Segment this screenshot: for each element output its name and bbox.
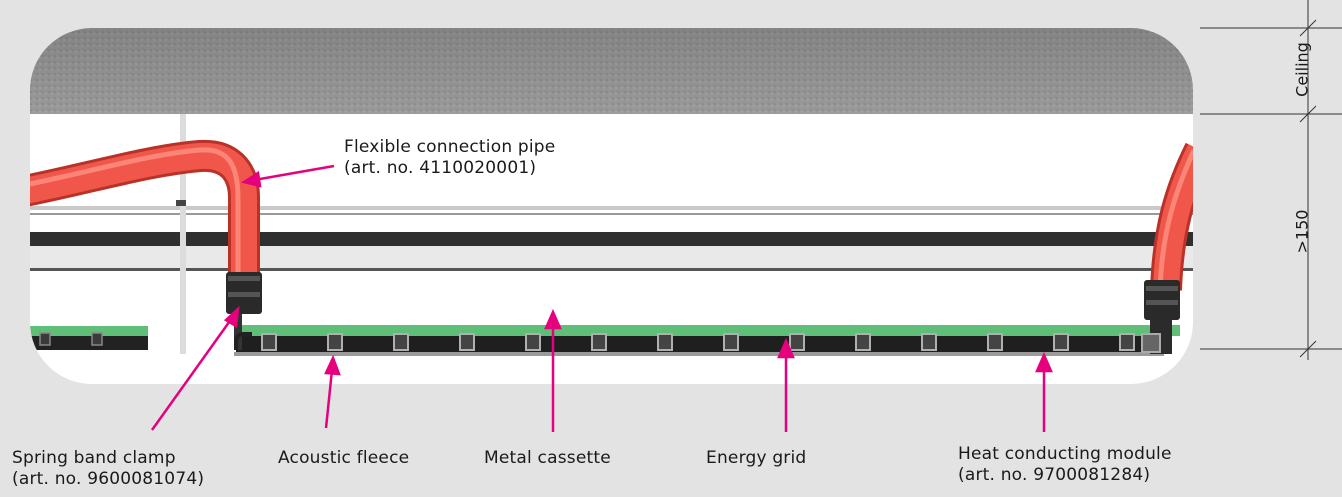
callouts (150, 164, 1053, 432)
flexible-connection-pipe-left (30, 139, 260, 292)
label-energy-grid: Energy grid (706, 448, 806, 469)
flexible-connection-pipe-right (1150, 142, 1193, 291)
hanger (180, 114, 186, 354)
label-flexible-connection-pipe-artno: (art. no. 4110020001) (344, 158, 537, 178)
label-flexible-connection-pipe: Flexible connection pipe (art. no. 41100… (344, 137, 555, 179)
spring-band-clamp (226, 272, 262, 350)
suspension-profile (30, 206, 1193, 271)
label-spring-band-clamp-artno: (art. no. 9600081074) (12, 469, 205, 489)
label-heat-conducting-module-name: Heat conducting module (958, 444, 1172, 464)
dimension-lines (1200, 0, 1342, 360)
label-heat-conducting-module-artno: (art. no. 9700081284) (958, 465, 1151, 485)
dimension-label-gap: >150 (1292, 209, 1312, 254)
grid-tubes (261, 333, 1135, 351)
label-spring-band-clamp-name: Spring band clamp (12, 448, 176, 468)
label-metal-cassette-text: Metal cassette (484, 448, 611, 468)
label-energy-grid-text: Energy grid (706, 448, 807, 468)
energy-grid (236, 325, 1180, 352)
label-metal-cassette: Metal cassette (484, 448, 611, 469)
label-heat-conducting-module: Heat conducting module (art. no. 9700081… (958, 444, 1172, 486)
label-acoustic-fleece-text: Acoustic fleece (278, 448, 410, 468)
label-acoustic-fleece: Acoustic fleece (278, 448, 409, 469)
energy-grid-left (30, 326, 148, 350)
label-spring-band-clamp: Spring band clamp (art. no. 9600081074) (12, 448, 204, 490)
dimension-label-ceiling: Ceiling (1292, 42, 1312, 97)
label-flexible-connection-pipe-name: Flexible connection pipe (344, 137, 556, 157)
heat-conducting-module-connector (1141, 280, 1180, 354)
metal-cassette (234, 352, 1164, 356)
